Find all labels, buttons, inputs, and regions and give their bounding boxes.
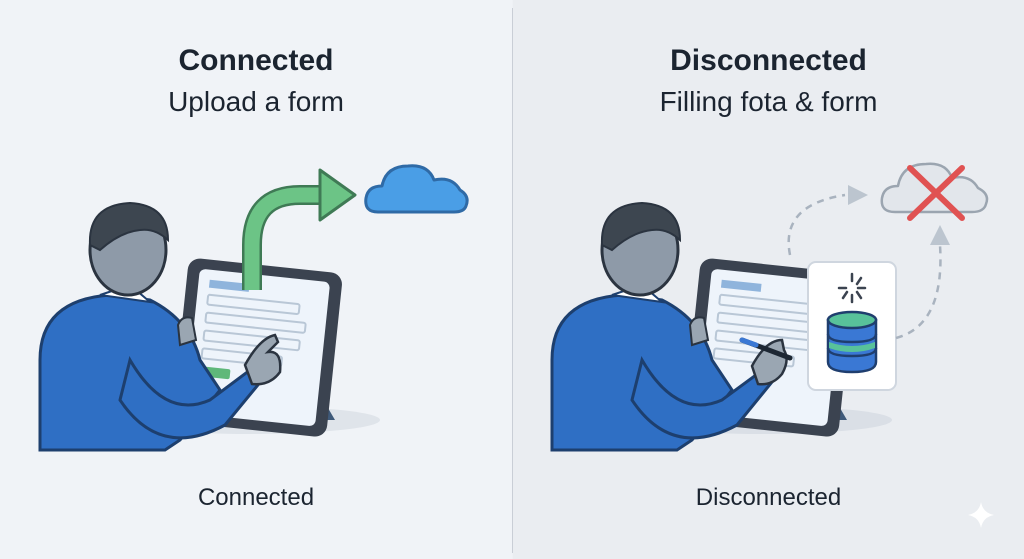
panel-title: Connected	[178, 44, 334, 77]
sparkle-icon	[968, 502, 994, 528]
person-icon	[550, 201, 788, 452]
cloud-icon	[364, 164, 469, 214]
pen-icon	[739, 337, 793, 361]
dashed-arrow-icon	[787, 193, 942, 340]
offline-storage-card	[807, 261, 897, 391]
connected-panel: Connected Upload a form Connected	[168, 44, 344, 511]
divider	[512, 8, 513, 553]
panel-subtitle: Filling fota & form	[659, 86, 878, 117]
loading-spinner-icon	[837, 272, 867, 304]
person-icon	[38, 201, 282, 452]
arrow-head	[930, 225, 950, 245]
panel-subtitle: Upload a form	[168, 86, 344, 117]
panel-caption: Connected	[197, 484, 315, 511]
cloud-offline-icon	[880, 162, 989, 221]
arrow-head	[848, 185, 868, 205]
upload-arrow-icon	[242, 168, 357, 290]
panel-title: Disconnected	[670, 44, 867, 77]
panel-caption: Disconnected	[695, 484, 842, 511]
database-icon	[826, 310, 878, 374]
